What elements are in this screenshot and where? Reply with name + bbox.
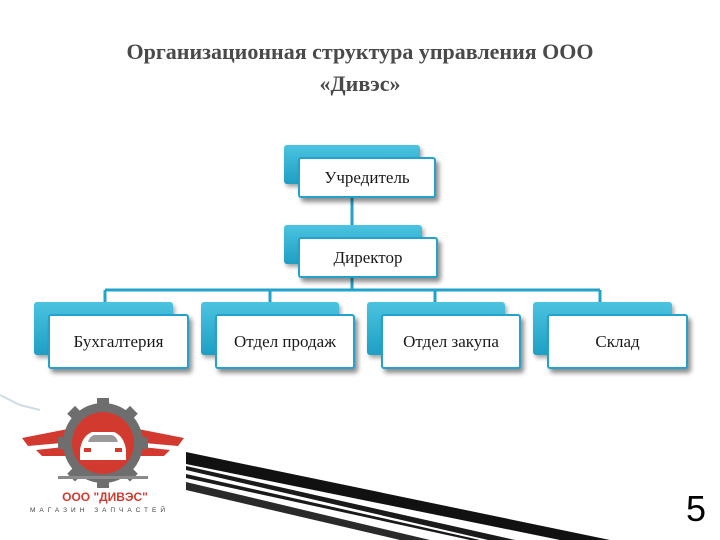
logo-car-icon — [80, 432, 126, 460]
org-node-director: Директор — [284, 225, 438, 278]
logo-tagline: МАГАЗИН ЗАПЧАСТЕЙ — [30, 507, 170, 514]
slide-title: Организационная структура управления ООО… — [60, 36, 660, 100]
org-node-warehouse: Склад — [533, 302, 688, 369]
org-node-sales: Отдел продаж — [201, 302, 355, 369]
org-node-accounting: Бухгалтерия — [34, 302, 189, 369]
org-node-accounting-label: Бухгалтерия — [48, 314, 189, 369]
org-node-purchasing: Отдел закупа — [367, 302, 521, 369]
org-node-director-label: Директор — [298, 237, 438, 278]
org-node-founder: Учредитель — [284, 145, 436, 198]
org-node-sales-label: Отдел продаж — [215, 314, 355, 369]
org-node-founder-label: Учредитель — [298, 157, 436, 198]
slide-title-line-1: Организационная структура управления ООО — [126, 39, 594, 64]
slide-title-line-2: «Дивэс» — [319, 71, 401, 96]
company-logo — [22, 398, 184, 488]
logo-company-name: ООО "ДИВЭС" — [62, 490, 148, 504]
page-number: 5 — [685, 488, 706, 529]
org-node-purchasing-label: Отдел закупа — [381, 314, 521, 369]
org-node-warehouse-label: Склад — [547, 314, 688, 369]
